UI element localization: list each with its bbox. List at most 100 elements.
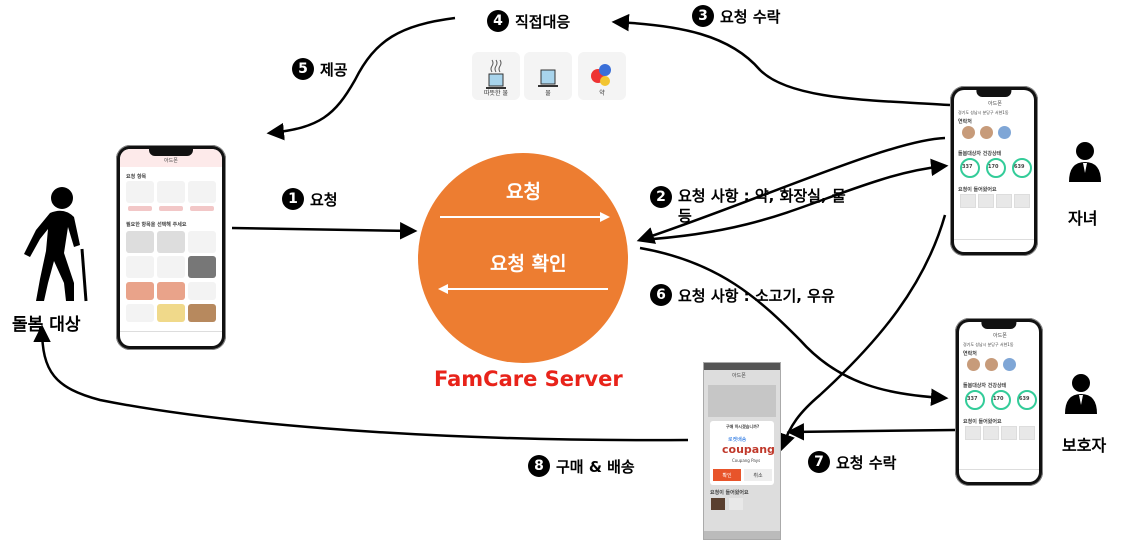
coupang-logo: coupang bbox=[722, 443, 775, 456]
step-label: 요청 bbox=[310, 190, 338, 209]
request-card[interactable] bbox=[1001, 426, 1017, 440]
item-tile[interactable] bbox=[126, 256, 154, 278]
avatar[interactable] bbox=[1003, 358, 1016, 371]
server-request-label: 요청 bbox=[506, 181, 541, 203]
section-title: 돌봄대상자 건강상태 bbox=[958, 151, 1002, 157]
request-card[interactable] bbox=[983, 426, 999, 440]
request-tile[interactable] bbox=[188, 181, 216, 203]
step-number: 6 bbox=[650, 284, 672, 306]
step-label: 직접대응 bbox=[515, 12, 571, 31]
direct-item-medicine: 약 bbox=[578, 52, 626, 100]
request-tile[interactable] bbox=[126, 181, 154, 203]
phone-header bbox=[120, 149, 222, 167]
request-card[interactable] bbox=[710, 497, 726, 511]
elderly-person-icon bbox=[24, 187, 88, 302]
confirm-button[interactable]: 확인 bbox=[713, 469, 741, 481]
phone-screen: 아드폰 경기도 성남시 분당구 서현1동 연락처 돌봄대상자 건강상태 337 … bbox=[954, 90, 1034, 252]
stat-ring bbox=[991, 390, 1011, 410]
address-text: 경기도 성남시 분당구 서현1동 bbox=[958, 110, 1009, 115]
food-tile[interactable] bbox=[157, 304, 185, 322]
avatar[interactable] bbox=[985, 358, 998, 371]
arrow-deliver bbox=[33, 324, 689, 442]
stat-value: 170 bbox=[988, 164, 999, 170]
section-title: 요청이 들어왔어요 bbox=[963, 419, 1002, 425]
avatar[interactable] bbox=[998, 126, 1011, 139]
step-number: 3 bbox=[692, 5, 714, 27]
item-tile[interactable] bbox=[188, 231, 216, 253]
tab-bar bbox=[120, 331, 222, 346]
phone-notch bbox=[149, 149, 193, 156]
stat-value: 170 bbox=[993, 396, 1004, 402]
rocket-tag: 로켓배송 bbox=[728, 437, 747, 443]
stat-value: 337 bbox=[967, 396, 978, 402]
item-tile[interactable] bbox=[126, 231, 154, 253]
request-card[interactable] bbox=[1019, 426, 1035, 440]
request-card[interactable] bbox=[1014, 194, 1030, 208]
guardian-phone: 아드폰 경기도 성남시 분당구 서현1동 연락처 돌봄대상자 건강상태 337 … bbox=[955, 318, 1043, 486]
arrow-child-coupang bbox=[778, 214, 947, 452]
step-1-request: 1 요청 bbox=[282, 188, 338, 210]
child-label: 자녀 bbox=[1068, 209, 1098, 228]
request-card[interactable] bbox=[728, 497, 744, 511]
water-icon bbox=[538, 69, 558, 87]
info-panel bbox=[708, 385, 776, 417]
phone-notch bbox=[976, 90, 1012, 97]
request-card[interactable] bbox=[965, 426, 981, 440]
request-tile[interactable] bbox=[157, 181, 185, 203]
step-number: 2 bbox=[650, 186, 672, 208]
stat-value: 639 bbox=[1014, 164, 1025, 170]
server-confirm-label: 요청 확인 bbox=[490, 253, 567, 275]
step-label: 요청 수락 bbox=[720, 7, 781, 26]
step-4-direct-response: 4 직접대응 bbox=[487, 10, 570, 32]
food-tile[interactable] bbox=[188, 304, 216, 322]
food-tile[interactable] bbox=[157, 282, 185, 300]
step-number: 5 bbox=[292, 58, 314, 80]
request-card[interactable] bbox=[960, 194, 976, 208]
stat-ring bbox=[960, 158, 980, 178]
avatar[interactable] bbox=[962, 126, 975, 139]
step-number: 1 bbox=[282, 188, 304, 210]
coupang-phone: 아드폰 구매 하시겠습니까? 로켓배송 coupang Coupang Pays… bbox=[703, 362, 781, 540]
direct-item-water: 물 bbox=[524, 52, 572, 100]
person-icon bbox=[1069, 142, 1101, 182]
section-title: 필요한 항목을 선택해 주세요 bbox=[126, 222, 187, 228]
step-label: 제공 bbox=[320, 60, 348, 79]
guardian-label: 보호자 bbox=[1062, 436, 1107, 455]
stat-ring bbox=[965, 390, 985, 410]
arrow-right-icon bbox=[440, 212, 610, 222]
request-button[interactable] bbox=[159, 206, 183, 211]
phone-notch bbox=[981, 322, 1017, 329]
request-card[interactable] bbox=[978, 194, 994, 208]
dialog-title: 구매 하시겠습니까? bbox=[726, 424, 760, 429]
direct-item-label: 물 bbox=[545, 90, 551, 97]
avatar[interactable] bbox=[967, 358, 980, 371]
item-tile[interactable] bbox=[157, 256, 185, 278]
direct-item-label: 약 bbox=[599, 90, 605, 97]
arrow-left-icon bbox=[438, 284, 608, 294]
request-button[interactable] bbox=[128, 206, 152, 211]
item-tile-selected[interactable] bbox=[188, 256, 216, 278]
nav-bar bbox=[704, 531, 780, 539]
food-tile[interactable] bbox=[188, 282, 216, 300]
step-7-accept: 7 요청 수락 bbox=[808, 451, 896, 473]
food-tile[interactable] bbox=[126, 304, 154, 322]
step-5-provide: 5 제공 bbox=[292, 58, 348, 80]
section-title: 돌봄대상자 건강상태 bbox=[963, 383, 1007, 389]
phone-title: 아드폰 bbox=[732, 373, 746, 379]
request-button[interactable] bbox=[190, 206, 214, 211]
tab-bar bbox=[959, 469, 1039, 482]
section-title: 요청이 들어왔어요 bbox=[958, 187, 997, 193]
food-tile[interactable] bbox=[126, 282, 154, 300]
direct-item-label: 따뜻한 물 bbox=[484, 90, 508, 97]
arrow-accept bbox=[611, 13, 951, 107]
step-label: 요청 사항 : 약, 화장실, 물 bbox=[678, 187, 846, 205]
cancel-button[interactable]: 취소 bbox=[744, 469, 772, 481]
arrow-request bbox=[231, 222, 418, 240]
step-6-request-items: 6 요청 사항 : 소고기, 우유 bbox=[650, 284, 835, 306]
request-card[interactable] bbox=[996, 194, 1012, 208]
stat-ring bbox=[1017, 390, 1037, 410]
item-tile[interactable] bbox=[157, 231, 185, 253]
purchase-dialog: 구매 하시겠습니까? 로켓배송 coupang Coupang Pays 확인 … bbox=[710, 421, 775, 485]
avatar[interactable] bbox=[980, 126, 993, 139]
